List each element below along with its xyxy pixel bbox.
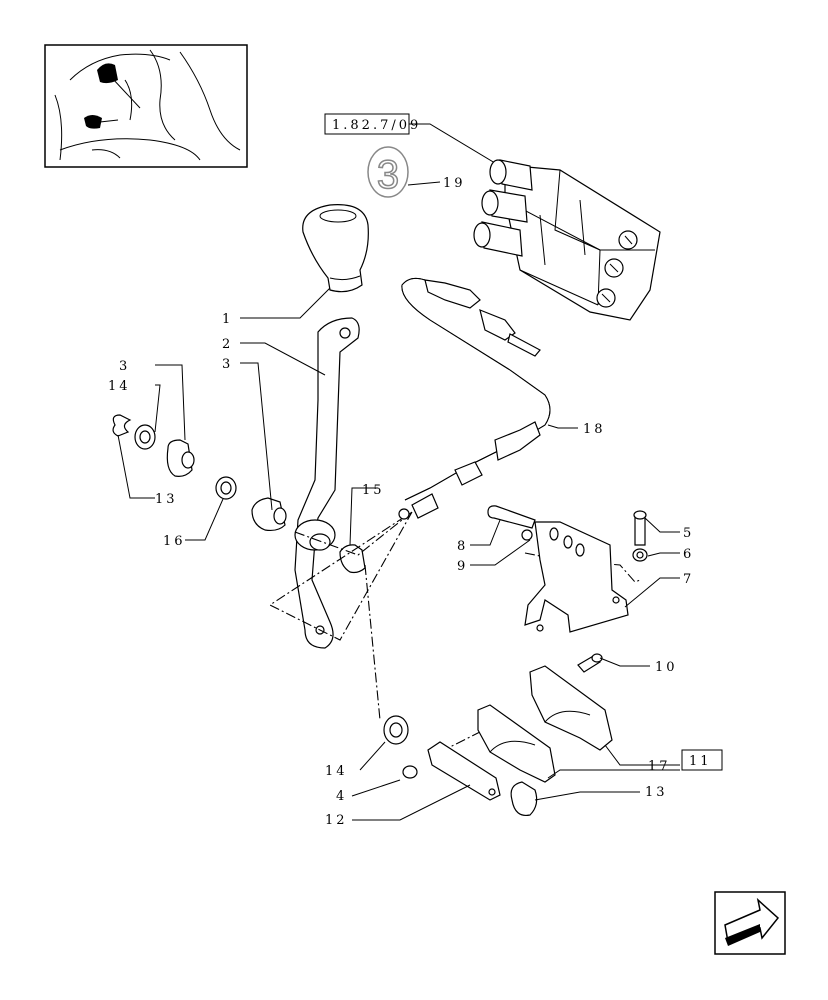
callout-10: 10	[655, 660, 678, 675]
callout-labels: 1 2 3 3 14 13 16 15 18 19 8 9 5 6 7 10 1…	[108, 176, 694, 828]
hydraulic-valve-block	[473, 159, 661, 321]
callout-1: 1	[222, 312, 233, 327]
callout-14a: 14	[108, 379, 131, 394]
callout-3b: 3	[119, 359, 130, 374]
callout-7: 7	[683, 572, 694, 587]
callout-13b: 13	[645, 785, 668, 800]
reference-box-label: 1.82.7/09	[332, 118, 421, 133]
callout-19: 19	[443, 176, 466, 191]
callout-17: 17	[648, 759, 671, 774]
control-cable	[398, 277, 551, 520]
next-page-arrow-icon[interactable]	[714, 891, 786, 955]
callout-4: 4	[336, 789, 347, 804]
tractor-cab-lever-thumbnail	[44, 44, 248, 168]
lower-clamp-group	[383, 653, 613, 817]
mounting-bracket-group	[487, 505, 648, 633]
callout-9: 9	[457, 559, 468, 574]
kit-badge: 3	[367, 146, 409, 198]
callout-2: 2	[222, 337, 233, 352]
callout-5: 5	[683, 526, 694, 541]
callout-8: 8	[457, 539, 468, 554]
callout-13a: 13	[155, 492, 178, 507]
kit-box-label: 11	[689, 754, 712, 769]
left-side-hardware	[112, 414, 366, 574]
callout-leaders	[117, 287, 680, 821]
gear-lever-arm	[294, 317, 360, 649]
lever-knob	[302, 204, 369, 293]
callout-15: 15	[362, 483, 385, 498]
callout-14b: 14	[325, 764, 348, 779]
callout-18: 18	[583, 422, 606, 437]
callout-6: 6	[683, 547, 694, 562]
kit-box	[681, 749, 723, 771]
callout-3a: 3	[222, 357, 233, 372]
callout-16: 16	[163, 534, 186, 549]
kit-badge-number: 3	[377, 153, 399, 197]
callout-12: 12	[325, 813, 348, 828]
